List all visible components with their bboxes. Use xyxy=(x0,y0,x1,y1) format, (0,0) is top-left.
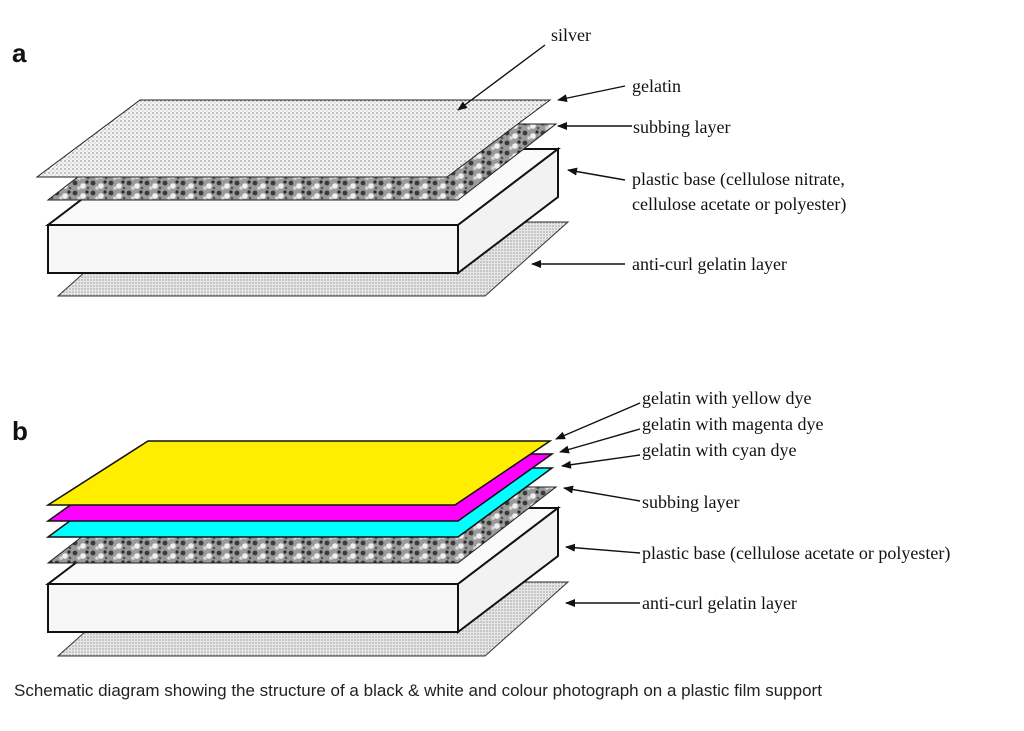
panel-a-labels: silver gelatin subbing layer plastic bas… xyxy=(551,25,846,274)
panel-b-leaders xyxy=(555,402,641,607)
panel-b-stack xyxy=(45,440,570,657)
label-subbing-a: subbing layer xyxy=(633,117,730,137)
label-base-b: plastic base (cellulose acetate or polye… xyxy=(642,543,950,564)
subbing-leader-b xyxy=(563,485,641,502)
label-gelatin: gelatin xyxy=(632,76,681,96)
plastic-base-front xyxy=(47,224,459,274)
figure-caption: Schematic diagram showing the structure … xyxy=(14,681,822,700)
plastic-base-front-b xyxy=(47,583,459,633)
panel-b-labels: gelatin with yellow dye gelatin with mag… xyxy=(642,388,950,613)
gelatin-leader xyxy=(557,85,626,103)
label-base-a-line2: cellulose acetate or polyester) xyxy=(632,194,846,215)
label-base-a-line1: plastic base (cellulose nitrate, xyxy=(632,169,845,190)
magenta-leader xyxy=(559,428,641,454)
panel-a-stack xyxy=(35,99,570,297)
label-cyan: gelatin with cyan dye xyxy=(642,440,796,460)
base-leader-b xyxy=(565,543,641,554)
label-anticurl-b: anti-curl gelatin layer xyxy=(642,593,797,613)
yellow-dye-layer xyxy=(45,440,553,506)
label-anticurl-a: anti-curl gelatin layer xyxy=(632,254,787,274)
yellow-leader xyxy=(555,402,641,440)
panel-a-leaders xyxy=(457,44,632,268)
base-leader-a xyxy=(567,167,626,181)
film-structure-diagram: a silver gelatin subbing layer plastic b… xyxy=(12,25,950,657)
label-silver: silver xyxy=(551,25,591,45)
silver-leader xyxy=(457,44,546,111)
silver-gelatin-layer xyxy=(35,99,552,178)
label-yellow: gelatin with yellow dye xyxy=(642,388,811,408)
cyan-leader xyxy=(561,454,641,469)
panel-a-letter: a xyxy=(12,38,27,68)
label-magenta: gelatin with magenta dye xyxy=(642,414,823,434)
label-subbing-b: subbing layer xyxy=(642,492,739,512)
panel-b-letter: b xyxy=(12,416,28,446)
